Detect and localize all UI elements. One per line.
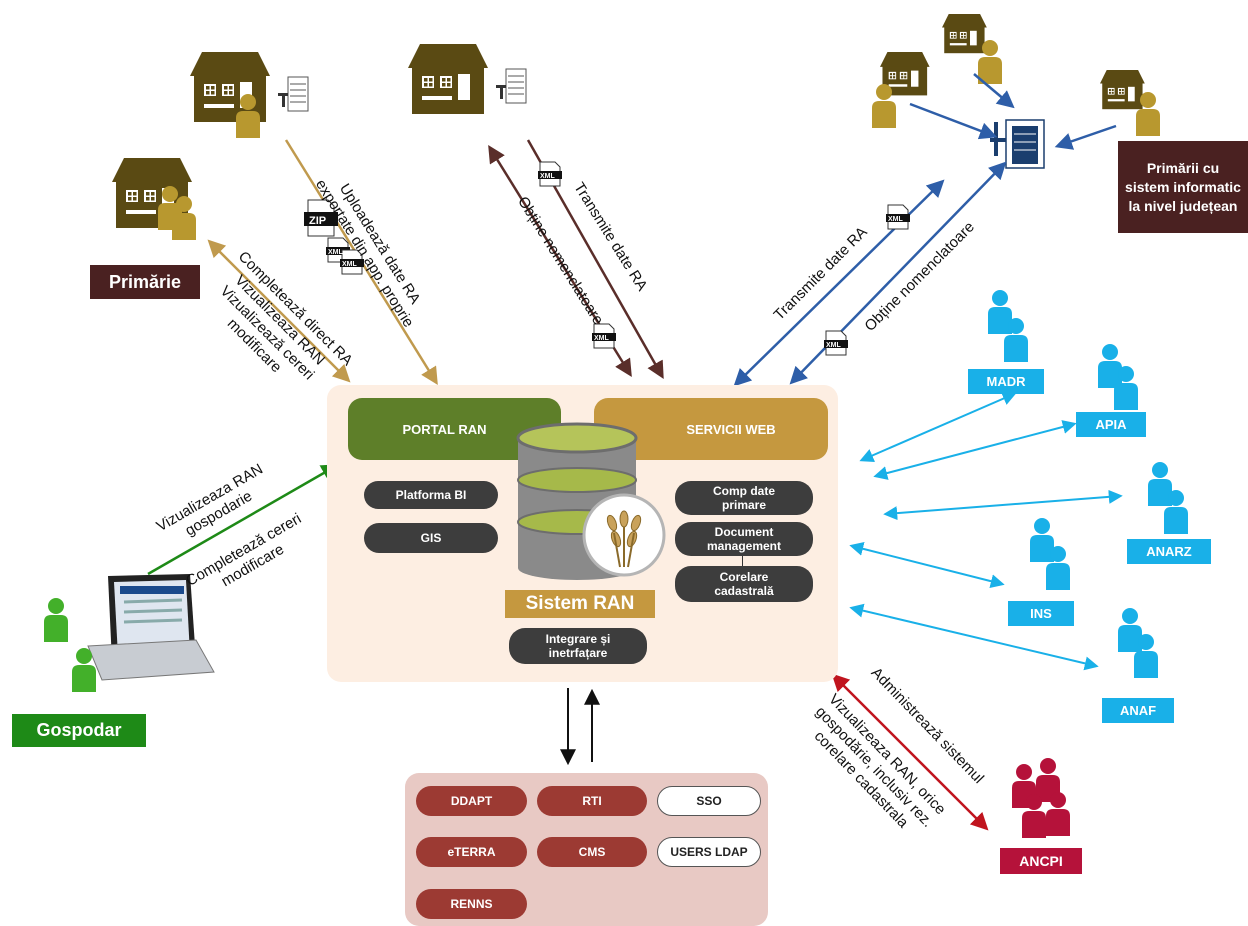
primarii-judet-label: Primării cu sistem informatic la nivel j… [1118,141,1248,233]
zip-caption: ZIP [309,215,326,227]
corelare-cadastrala: Corelare cadastrală [675,566,813,602]
eterra: eTERRA [416,837,527,867]
primarie-label: Primărie [90,265,200,299]
arrow-county-3 [1054,124,1117,150]
primarie-house-1 [112,158,196,240]
primarie-house-3 [408,44,527,114]
gospodar-label: Gospodar [12,714,146,747]
xml-caption: XML [342,261,358,268]
madr-label: MADR [968,369,1044,394]
servicii-web-label: SERVICII WEB [686,421,776,437]
arrow-apia [873,420,1077,480]
portal-ran-label: PORTAL RAN [402,421,487,437]
anarz-label: ANARZ [1127,539,1211,564]
county-server [990,119,1045,169]
platforma-bi: Platforma BI [364,481,498,509]
arrow-gospodar [147,464,340,576]
arrow-anarz [883,489,1123,521]
integrare-interfatare: Integrare și inetrfațare [509,628,647,664]
county-house-3 [1100,70,1145,110]
sistem-ran-title: Sistem RAN [505,590,655,618]
laptop-icon [87,574,215,681]
arrow-ancpi [831,673,989,831]
primarie-house-2 [190,52,309,138]
ancpi-people [1012,758,1070,838]
arrow-completeaza-direct [207,239,351,383]
xml-caption: XML [888,216,904,223]
arrow-county-1 [909,102,998,140]
document-management: Document management [675,522,813,556]
xml-caption: XML [328,249,344,256]
cms: CMS [537,837,647,867]
arrow-ins [849,541,1005,589]
ins-label: INS [1008,601,1074,626]
ddapt: DDAPT [416,786,527,816]
wheat-icon [582,493,666,577]
xml-caption: XML [594,335,610,342]
ancpi-label: ANCPI [1000,848,1082,874]
arrow-anaf [849,603,1099,671]
county-house-2 [942,14,987,54]
gis: GIS [364,523,498,553]
users-ldap: USERS LDAP [657,837,761,867]
sso: SSO [657,786,761,816]
zip-file-icon [304,199,338,237]
comp-date-primare: Comp date primare [675,481,813,515]
xml-caption: XML [826,342,842,349]
apia-label: APIA [1076,412,1146,437]
renns: RENNS [416,889,527,919]
xml-caption: XML [540,173,556,180]
arrow-county-2 [973,73,1015,109]
rti: RTI [537,786,647,816]
arrow-madr [859,392,1017,462]
anaf-label: ANAF [1102,698,1174,723]
gospodar-people [44,598,96,692]
pill-connector [742,556,743,566]
